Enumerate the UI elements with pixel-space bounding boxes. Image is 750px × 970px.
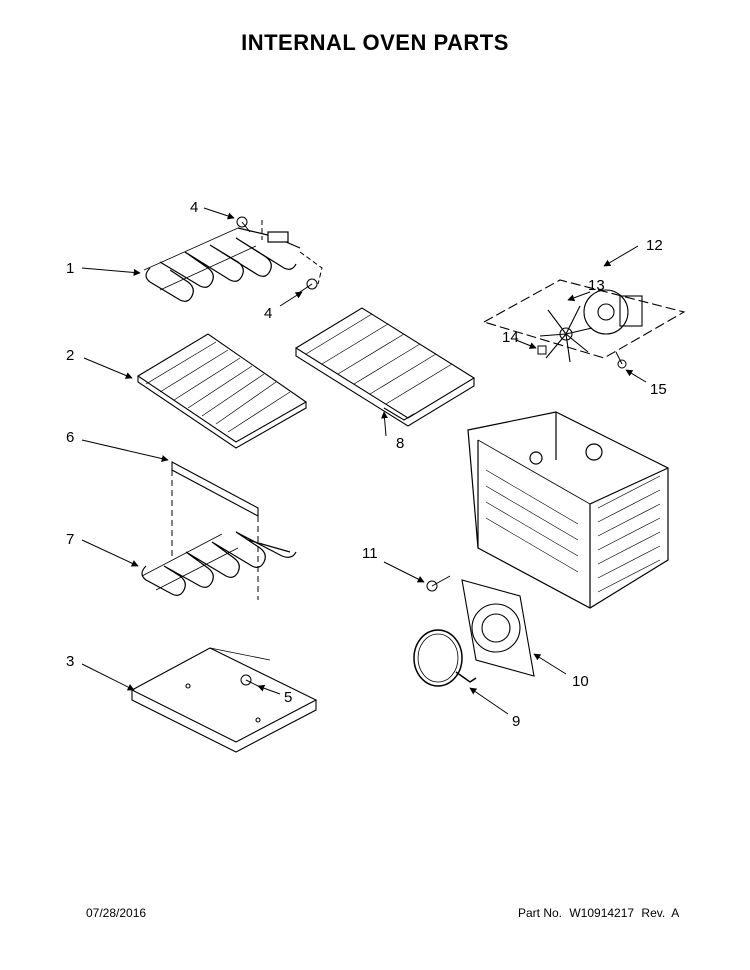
callout-6: 6 — [66, 429, 74, 446]
callout-15: 15 — [650, 381, 667, 398]
footer-part-info: Part No. W10914217 Rev. A — [518, 906, 683, 920]
callout-8: 8 — [396, 435, 404, 452]
part-number: W10914217 — [569, 906, 635, 920]
callout-4-lower: 4 — [264, 305, 272, 322]
convection-motor-assembly[interactable] — [482, 279, 686, 359]
callout-9: 9 — [512, 713, 520, 730]
oven-rack[interactable] — [136, 333, 308, 449]
callout-labels: 1 4 4 2 8 6 7 3 5 11 10 9 12 13 14 15 — [66, 199, 667, 730]
footer-date: 07/28/2016 — [86, 906, 147, 920]
bottom-cover[interactable] — [130, 647, 318, 753]
sliding-rack[interactable] — [294, 307, 476, 427]
screw-part-4-lower[interactable] — [299, 278, 318, 293]
screw-part-4-upper[interactable] — [236, 216, 251, 233]
callout-12: 12 — [646, 237, 663, 254]
broil-element[interactable] — [141, 531, 297, 596]
callout-14: 14 — [502, 329, 519, 346]
revision: Rev. A — [641, 906, 680, 920]
convection-element[interactable] — [413, 629, 477, 687]
callout-5: 5 — [284, 689, 292, 706]
callout-11: 11 — [362, 545, 378, 562]
page-title: INTERNAL OVEN PARTS — [241, 30, 509, 55]
part-number-label: Part No. — [518, 906, 563, 920]
screw-part-15[interactable] — [615, 351, 627, 369]
callout-13: 13 — [588, 277, 605, 294]
fan-baffle[interactable] — [461, 579, 535, 677]
bake-element[interactable] — [143, 227, 301, 302]
callout-7: 7 — [66, 531, 74, 548]
callout-3: 3 — [66, 653, 74, 670]
callout-1: 1 — [66, 260, 74, 277]
screw-part-11[interactable] — [426, 575, 451, 592]
callout-2: 2 — [66, 347, 74, 364]
fan-blade[interactable] — [539, 305, 593, 363]
leader-lines — [81, 207, 647, 715]
callout-4-upper: 4 — [190, 199, 198, 216]
heat-deflector[interactable] — [171, 461, 259, 517]
callout-10: 10 — [572, 673, 589, 690]
oven-cavity[interactable] — [467, 411, 669, 609]
fan-nut-part-14[interactable] — [537, 345, 547, 355]
